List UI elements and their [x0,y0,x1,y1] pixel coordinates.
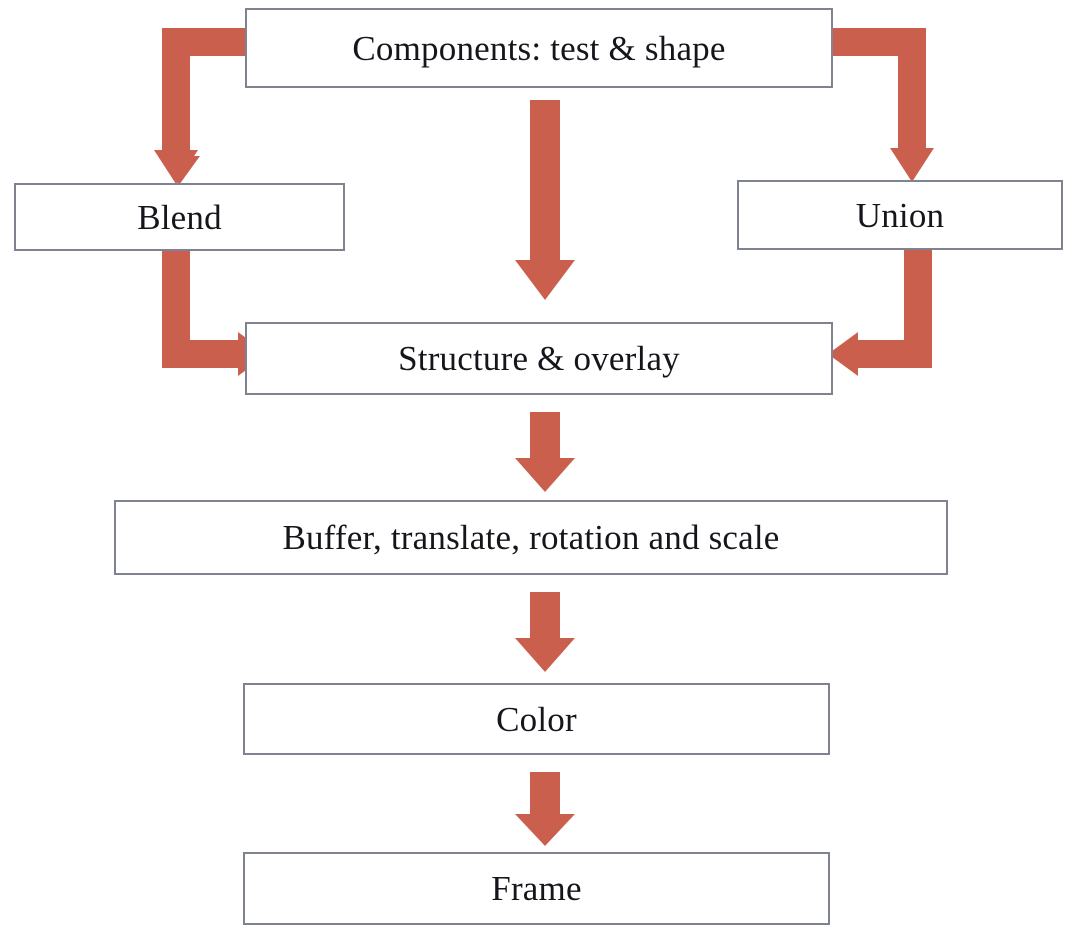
node-structure-overlay-label: Structure & overlay [398,339,680,378]
node-blend[interactable]: Blend [14,183,345,251]
node-frame[interactable]: Frame [243,852,830,925]
node-blend-label: Blend [137,197,222,237]
node-components[interactable]: Components: test & shape [245,8,833,88]
node-color[interactable]: Color [243,683,830,755]
arrow-color-to-frame [515,772,575,846]
node-components-label: Components: test & shape [352,28,726,68]
node-frame-label: Frame [491,869,582,908]
arrow-union-to-structure [828,244,932,376]
arrow-structure-to-buffer [515,412,575,492]
arrow-components-to-union [818,28,934,182]
node-color-label: Color [496,699,577,739]
node-structure-overlay[interactable]: Structure & overlay [245,322,833,395]
node-union[interactable]: Union [737,180,1063,250]
node-union-label: Union [855,195,945,235]
node-buffer-translate-rotation-scale[interactable]: Buffer, translate, rotation and scale [114,500,948,575]
node-buffer-translate-rotation-scale-label: Buffer, translate, rotation and scale [282,518,780,557]
arrow-buffer-to-color [515,592,575,672]
arrow-components-to-structure [515,100,575,300]
